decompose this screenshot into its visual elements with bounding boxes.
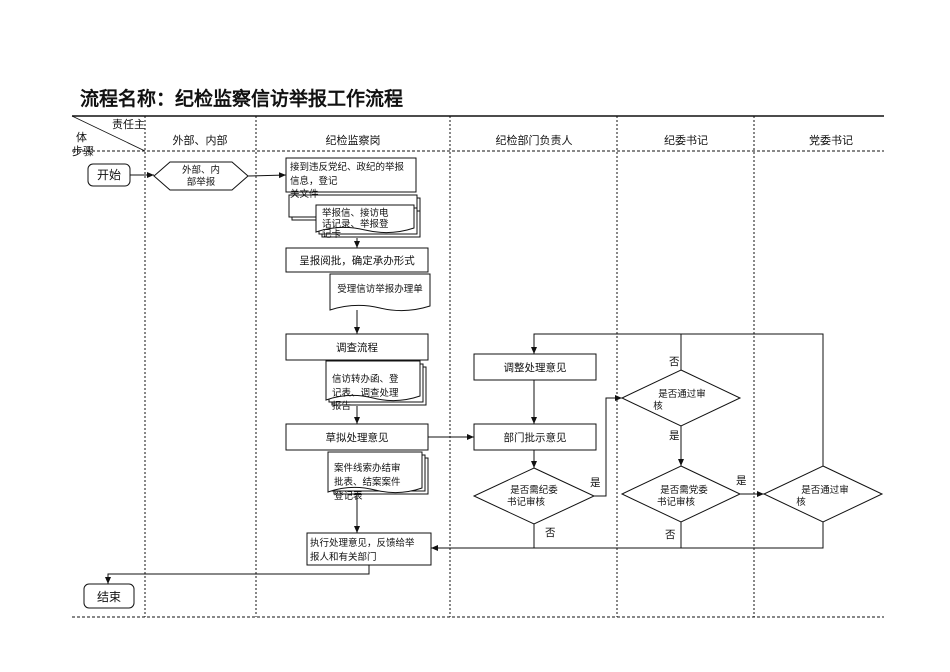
docs2-label-1: 信访转办函、登 xyxy=(332,373,399,385)
docs1-label-2: 话记录、举报登 xyxy=(322,218,389,230)
docs2-label-3: 报告 xyxy=(332,400,351,412)
adjust-process-box xyxy=(473,353,597,381)
docs3-label-2: 批表、结案案件 xyxy=(334,476,401,488)
table-frame xyxy=(71,115,884,618)
docs2-label-2: 记表、调查处理 xyxy=(332,387,399,399)
dept-approve-label: 部门批示意见 xyxy=(504,431,567,444)
docs3-label-3: 登记表 xyxy=(334,490,363,502)
edge-label-no-party: 否 xyxy=(665,529,676,541)
edge-need-party-no xyxy=(534,522,682,549)
edge-yes-to-pass-review xyxy=(594,395,622,497)
party-pass-label-1: 是否通过审 xyxy=(801,484,849,496)
draft-label: 草拟处理意见 xyxy=(326,431,389,444)
pass-review-label-1: 是否通过审 xyxy=(658,388,706,400)
docs2-document xyxy=(325,360,421,402)
edge-no-to-execute xyxy=(431,524,535,551)
receive-process-box xyxy=(285,157,417,193)
end-label: 结束 xyxy=(97,590,121,604)
lane-header-dept-head: 纪检部门负责人 xyxy=(496,133,573,147)
investigate-process-box xyxy=(285,333,429,361)
edge-execute-to-end xyxy=(105,565,370,584)
edge-label-yes-party: 是 xyxy=(736,475,747,487)
edge-label-no-pass: 否 xyxy=(669,356,680,368)
need-secretary-decision xyxy=(472,467,596,525)
page-title: 流程名称：纪检监察信访举报工作流程 xyxy=(80,88,404,110)
report-label-1: 外部、内 xyxy=(182,164,220,176)
docs3-document xyxy=(327,451,423,494)
form-document xyxy=(329,273,431,312)
docs1-label-3: 记卡 xyxy=(322,228,342,240)
corner-diagonal xyxy=(71,115,146,152)
need-party-label-1: 是否需党委 xyxy=(660,484,708,496)
corner-header-top: 责任主 xyxy=(112,118,145,131)
dept-approve-process-box xyxy=(473,423,597,451)
investigate-label: 调查流程 xyxy=(336,341,378,354)
pass-review-label-2: 核 xyxy=(653,400,663,412)
adjust-label: 调整处理意见 xyxy=(504,361,567,374)
edge-label-no-secretary: 否 xyxy=(545,527,556,539)
execute-process-box xyxy=(306,532,432,566)
edge-report-to-receive xyxy=(247,172,287,179)
need-party-label-2: 书记审核 xyxy=(657,496,696,508)
edge-party-pass-to-execute xyxy=(681,522,824,549)
end-terminator xyxy=(83,583,135,609)
submit-label: 呈报阅批，确定承办形式 xyxy=(299,254,415,267)
need-secretary-label-2: 书记审核 xyxy=(507,496,546,508)
docs1-document xyxy=(315,204,415,234)
form-label: 受理信访举报办理单 xyxy=(337,283,423,295)
receive-doc-label: 关文件 xyxy=(290,188,319,200)
lane-header-discipline-secretary: 纪委书记 xyxy=(664,134,708,147)
docs3-label-1: 案件线索办结审 xyxy=(334,462,401,474)
draft-process-box xyxy=(285,423,429,451)
lane-header-party-secretary: 党委书记 xyxy=(809,134,853,147)
edge-label-yes-secretary: 是 xyxy=(590,477,601,489)
party-pass-label-2: 核 xyxy=(796,496,806,508)
start-label: 开始 xyxy=(97,168,121,182)
execute-label-1: 执行处理意见，反馈给举 xyxy=(310,537,415,549)
receive-label-1: 接到违反党纪、政纪的举报 xyxy=(290,161,405,173)
corner-header-left-2: 步骤 xyxy=(72,145,94,158)
execute-label-2: 报人和有关部门 xyxy=(310,551,377,563)
report-label-2: 部举报 xyxy=(187,176,216,188)
corner-header-left-1: 体 xyxy=(76,130,87,144)
submit-process-box xyxy=(285,247,429,273)
lane-header-external: 外部、内部 xyxy=(173,133,228,147)
receive-label-2: 信息，登记 xyxy=(290,175,338,187)
edge-pass-no-to-adjust xyxy=(531,333,682,370)
lane-header-inspection-post: 纪检监察岗 xyxy=(326,133,381,147)
need-secretary-label-1: 是否需纪委 xyxy=(510,484,558,496)
docs1-label-1: 举报信、接访电 xyxy=(322,207,389,219)
edge-party-pass-to-loop xyxy=(681,333,824,466)
edge-label-yes-pass: 是 xyxy=(669,430,680,442)
